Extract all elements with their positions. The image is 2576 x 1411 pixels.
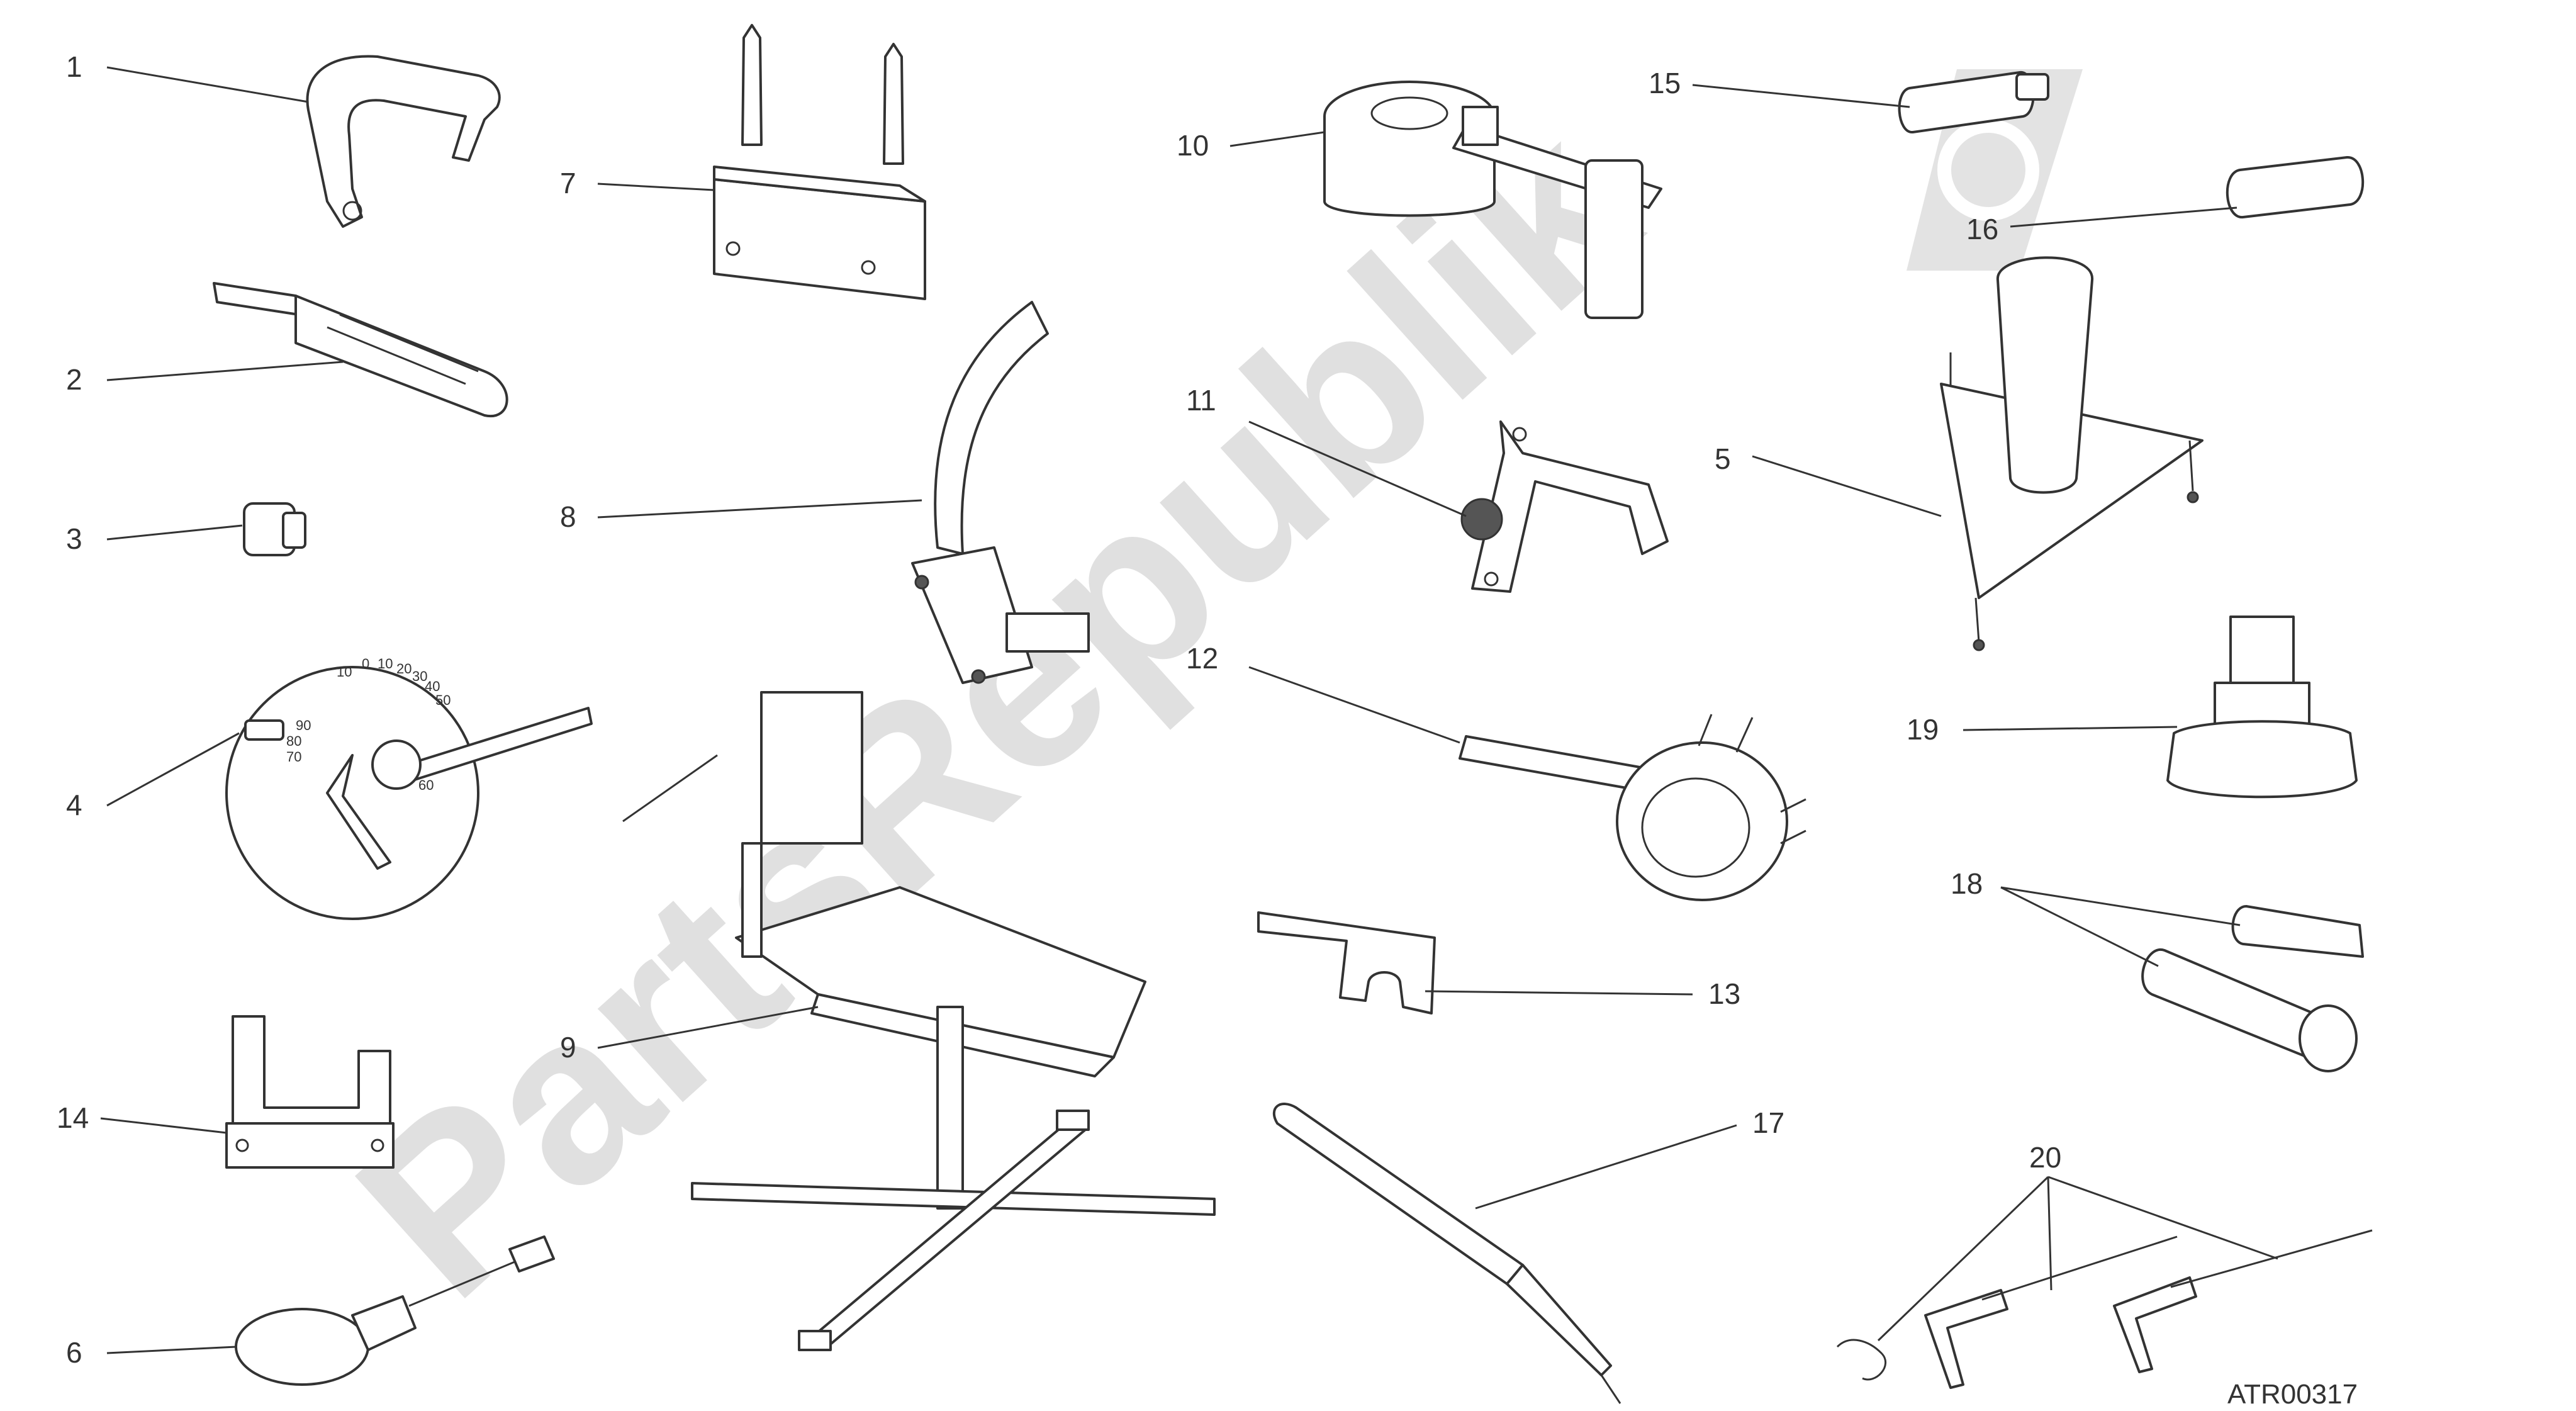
callout-11: 11 [1186,384,1216,417]
tool-12-timing-tool [1459,714,1806,901]
leader-14 [100,1117,227,1134]
leader-11 [1248,420,1467,517]
callout-10: 10 [1177,129,1209,162]
dial-tick-2: 0 [362,656,369,672]
tool-11-cam-lock [1460,420,1669,593]
tool-14-holding-plate [225,1015,395,1169]
callout-9: 9 [560,1031,576,1064]
tool-9-engine-stand [622,691,1216,1351]
leader-15 [1692,84,1910,108]
dial-tick-4: 20 [396,661,412,677]
watermark-text: PartsRepublik [308,71,1684,1348]
leader-19 [1963,726,2178,731]
tool-15-pin [1898,71,2049,133]
callout-14: 14 [57,1101,89,1134]
tool-6-strap-wrench [235,1235,555,1386]
dial-tick-3: 10 [378,656,393,672]
tool-8-support-bracket [911,301,1090,684]
leader-9 [597,1006,819,1049]
callout-6: 6 [66,1336,82,1369]
leader-4 [106,732,240,807]
dial-tick-8: 60 [418,777,434,793]
tool-17-knurled-rod [1272,1103,1621,1404]
leader-1 [106,66,309,103]
dial-tick-7: 50 [435,692,451,708]
dial-tick-9: 70 [286,749,301,765]
tool-2-knurled-driver [213,282,508,418]
leader-12 [1248,666,1460,744]
tool-7-pin-block [713,24,926,300]
leader-6 [106,1346,237,1354]
leader-10 [1229,131,1325,147]
tool-18-drift-set [2141,905,2364,1072]
callout-5: 5 [1715,442,1731,475]
callout-4: 4 [66,789,82,821]
leader-3 [106,524,243,541]
tool-1-hook-wrench [306,55,501,228]
tool-3-sleeve [243,502,306,556]
callout-18: 18 [1951,867,1983,900]
dial-tick-5: 30 [412,668,427,684]
leader-20b [2047,1176,2052,1291]
dial-tick-1: 10 [337,664,352,680]
callout-19: 19 [1907,713,1939,746]
dial-scale: 10 0 10 20 30 40 50 60 70 80 90 [286,656,451,793]
leader-2 [106,361,344,381]
watermark: PartsRepublik [308,71,1684,1348]
dial-tick-10: 80 [286,733,301,749]
callout-13: 13 [1708,977,1740,1010]
callout-17: 17 [1752,1106,1784,1139]
callout-7: 7 [560,167,576,200]
leader-5 [1752,455,1942,517]
tool-13-gauge-plate [1257,911,1436,1015]
leader-20c [2047,1176,2278,1260]
leader-17 [1475,1124,1737,1210]
callout-1: 1 [66,50,82,83]
leader-7 [597,183,715,191]
callout-16: 16 [1966,213,1998,245]
tool-20-fork-tools [1836,1229,2373,1389]
tool-10-flywheel-holder [1323,81,1662,319]
leader-18a [2000,886,2241,926]
tool-16-pin [2226,155,2364,218]
tool-5-triangular-puller [1940,256,2204,651]
callout-8: 8 [560,500,576,533]
tool-19-pressing-cup [2166,616,2358,799]
callout-15: 15 [1649,67,1681,99]
leader-16 [2010,206,2237,228]
callout-20: 20 [2029,1141,2061,1174]
drawing-code: ATR00317 [2227,1379,2358,1410]
dial-tick-6: 40 [425,678,440,694]
callout-12: 12 [1186,642,1218,675]
callout-2: 2 [66,363,82,396]
callout-3: 3 [66,522,82,555]
leader-13 [1425,990,1693,996]
dial-tick-11: 90 [296,717,311,733]
leader-20a [1877,1176,2049,1342]
leader-8 [597,499,922,519]
leader-18b [2000,886,2159,967]
tool-4-degree-wheel: 10 0 10 20 30 40 50 60 70 80 90 [225,656,593,920]
